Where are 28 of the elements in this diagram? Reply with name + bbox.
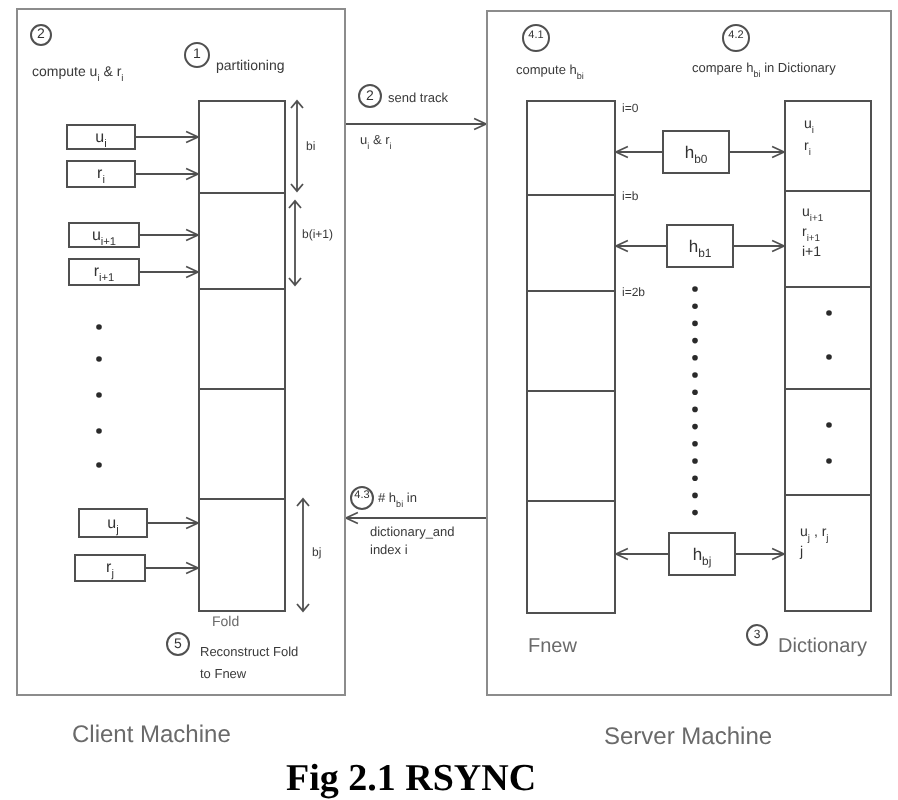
- arrow: [615, 145, 663, 159]
- arrow: [139, 265, 199, 279]
- variable-box: r$_{i}$: [66, 160, 136, 188]
- arrow: [135, 130, 199, 144]
- arrow: [615, 239, 667, 253]
- arrow: [147, 516, 199, 530]
- arrow: [139, 228, 199, 242]
- arrow: [615, 547, 669, 561]
- arrow: [345, 117, 487, 131]
- variable-box: r$_{j}$: [74, 554, 146, 582]
- variable-box: u$_{i+1}$: [68, 222, 140, 248]
- variable-box: u$_{j}$: [78, 508, 148, 538]
- panel-title: Client Machine: [72, 720, 231, 749]
- hash-box: h$_{b0}$: [662, 130, 730, 174]
- arrow: [135, 167, 199, 181]
- variable-box: r$_{i+1}$: [68, 258, 140, 286]
- arrow: [345, 511, 487, 525]
- arrow: [733, 239, 785, 253]
- column-title: Fnew: [528, 636, 577, 660]
- hash-box: h$_{bj}$: [668, 532, 736, 576]
- panel-title: Server Machine: [604, 722, 773, 751]
- figure-caption: Fig 2.1 RSYNC: [286, 760, 537, 798]
- arrow: [735, 547, 785, 561]
- arrow: [145, 561, 199, 575]
- column-title: Dictionary: [778, 636, 867, 660]
- arrow: [729, 145, 785, 159]
- variable-box: u$_{i}$: [66, 124, 136, 150]
- hash-box: h$_{b1}$: [666, 224, 734, 268]
